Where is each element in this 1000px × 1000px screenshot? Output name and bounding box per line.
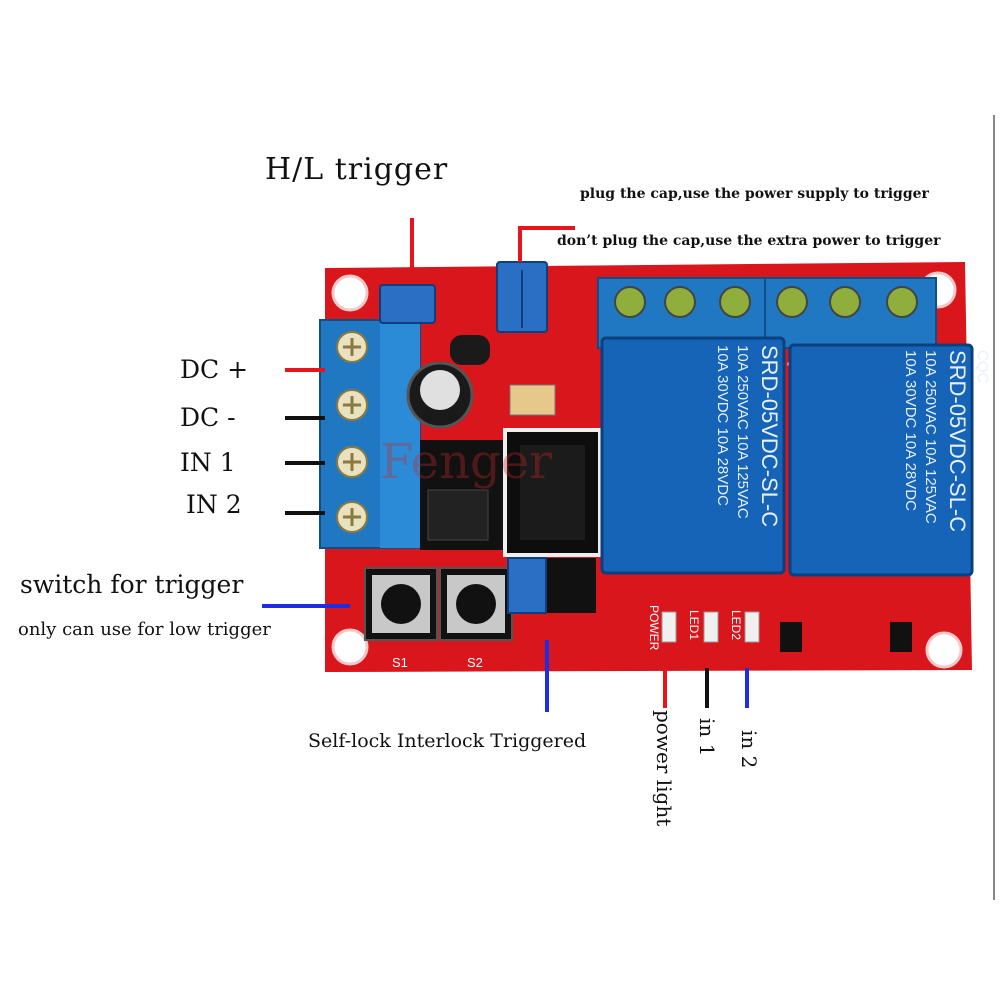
transistor (780, 622, 802, 652)
in1-label: IN 1 (180, 448, 236, 477)
svg-text:10A 250VAC 10A 125VAC: 10A 250VAC 10A 125VAC (922, 350, 939, 524)
hl-trigger-label: H/L trigger (265, 152, 449, 187)
button-s1[interactable]: S1 (364, 567, 438, 670)
power-led (661, 611, 677, 643)
mount-hole (925, 631, 963, 669)
svg-text:S1: S1 (392, 655, 408, 670)
input-terminal-block (319, 319, 421, 549)
relay-1: SRD-05VDC-SL-C 10A 250VAC 10A 125VAC 10A… (600, 336, 803, 575)
led2 (744, 611, 760, 643)
mount-hole (331, 628, 369, 666)
svg-text:10A 30VDC 10A 28VDC: 10A 30VDC 10A 28VDC (902, 350, 919, 511)
mount-hole (331, 274, 369, 312)
dc-plus-label: DC + (180, 355, 249, 384)
hl-trigger-jumper (379, 284, 436, 324)
cap-pointer (518, 226, 575, 262)
regulator (450, 335, 490, 365)
plug-cap-label: plug the cap,use the power supply to tri… (580, 186, 929, 202)
svg-text:SRD-05VDC-SL-C: SRD-05VDC-SL-C (945, 350, 970, 532)
svg-text:SRD-05VDC-SL-C: SRD-05VDC-SL-C (757, 345, 782, 527)
svg-text:LED1: LED1 (687, 610, 701, 640)
svg-text:POWER: POWER (647, 605, 661, 651)
svg-text:CQC: CQC (974, 350, 991, 384)
crystal (509, 384, 556, 416)
transistor (890, 622, 912, 652)
low-trigger-label: only can use for low trigger (18, 619, 271, 640)
in2-label: IN 2 (186, 490, 242, 519)
in2-led-label: in 2 (737, 730, 761, 769)
relay-2: SRD-05VDC-SL-C 10A 250VAC 10A 125VAC 10A… (788, 343, 991, 577)
svg-text:10A 250VAC 10A 125VAC: 10A 250VAC 10A 125VAC (734, 345, 751, 519)
switch-trigger-label: switch for trigger (20, 570, 244, 599)
power-light-label: power light (652, 710, 676, 827)
led1 (703, 611, 719, 643)
mode-select-label: Self-lock Interlock Triggered (308, 730, 587, 752)
watermark: Fenger (380, 434, 552, 490)
svg-text:S2: S2 (467, 655, 483, 670)
in1-led-label: in 1 (695, 718, 719, 757)
dont-plug-cap-label: don’t plug the cap,use the extra power t… (557, 233, 941, 249)
button-s2[interactable]: S2 (439, 567, 513, 670)
mode-jumper-cap (507, 557, 547, 614)
svg-text:LED2: LED2 (729, 610, 743, 640)
relay-output-terminals (597, 277, 937, 349)
dc-minus-label: DC - (180, 403, 236, 432)
svg-text:10A 30VDC 10A 28VDC: 10A 30VDC 10A 28VDC (714, 345, 731, 506)
